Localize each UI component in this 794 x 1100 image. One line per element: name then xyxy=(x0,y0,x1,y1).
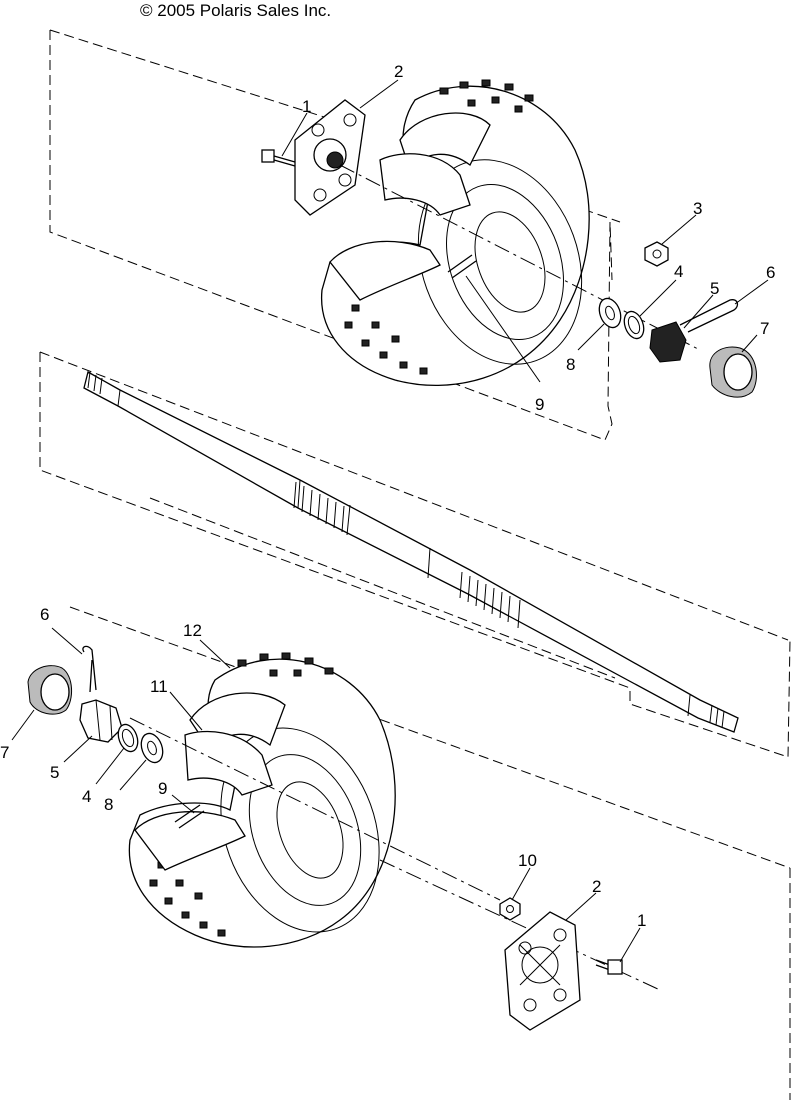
lower-axis-line-right xyxy=(379,859,661,991)
upper-spacer-ring xyxy=(623,310,645,340)
callout-bottom-1: 1 xyxy=(637,911,646,930)
lower-cotter-pin xyxy=(82,645,97,693)
callout-bottom-10: 10 xyxy=(518,851,537,870)
callout-top-3: 3 xyxy=(693,199,702,218)
callout-top-1: 1 xyxy=(302,97,311,116)
callout-top-9: 9 xyxy=(535,395,544,414)
callout-top-2: 2 xyxy=(394,62,403,81)
upper-castle-nut xyxy=(649,321,687,363)
upper-washer xyxy=(598,297,622,329)
callout-bottom-6: 6 xyxy=(40,605,49,624)
upper-hub xyxy=(294,99,366,216)
upper-wheel xyxy=(320,79,590,386)
callout-top-8: 8 xyxy=(566,355,575,374)
callout-bottom-7: 7 xyxy=(0,743,9,762)
callout-bottom-12: 12 xyxy=(183,621,202,640)
lower-wheel-assembly-boundary xyxy=(69,606,791,1100)
axle-spline-right xyxy=(459,571,511,623)
leader-lines xyxy=(11,79,769,963)
lower-washer xyxy=(140,732,164,764)
axle-assembly-boundary xyxy=(39,351,791,758)
lower-castle-nut xyxy=(79,699,123,743)
axle-spline-left xyxy=(293,481,345,533)
lower-hub-bolt xyxy=(595,959,623,975)
callout-top-4: 4 xyxy=(674,262,683,281)
axle-thread-right xyxy=(709,704,725,729)
copyright-notice: © 2005 Polaris Sales Inc. xyxy=(140,1,332,20)
upper-tire-tread xyxy=(344,79,534,375)
callout-bottom-2: 2 xyxy=(592,877,601,896)
upper-axis-line xyxy=(339,164,701,351)
upper-lug-nut xyxy=(644,241,669,267)
lower-wheel xyxy=(128,652,396,948)
lower-spacer-ring xyxy=(117,723,139,753)
callout-top-5: 5 xyxy=(710,279,719,298)
lower-axis-line-left xyxy=(129,717,501,901)
lower-dust-cap xyxy=(27,665,72,715)
callout-numbers: 1 2 3 4 5 6 7 8 9 6 12 11 7 5 4 8 9 10 2… xyxy=(0,62,775,930)
lower-hub xyxy=(504,911,581,1031)
axle-thread-left xyxy=(87,371,103,395)
axle-shaft xyxy=(83,371,739,733)
callout-bottom-8: 8 xyxy=(104,795,113,814)
callout-top-7: 7 xyxy=(760,319,769,338)
callout-bottom-4: 4 xyxy=(82,787,91,806)
upper-dust-cap xyxy=(709,346,757,398)
callout-top-6: 6 xyxy=(766,263,775,282)
callout-bottom-11: 11 xyxy=(150,677,168,696)
callout-bottom-9: 9 xyxy=(158,779,167,798)
upper-cotter-pin xyxy=(679,299,739,333)
callout-bottom-5: 5 xyxy=(50,763,59,782)
upper-hub-bolt xyxy=(261,149,296,167)
lower-lug-nut xyxy=(499,897,521,921)
